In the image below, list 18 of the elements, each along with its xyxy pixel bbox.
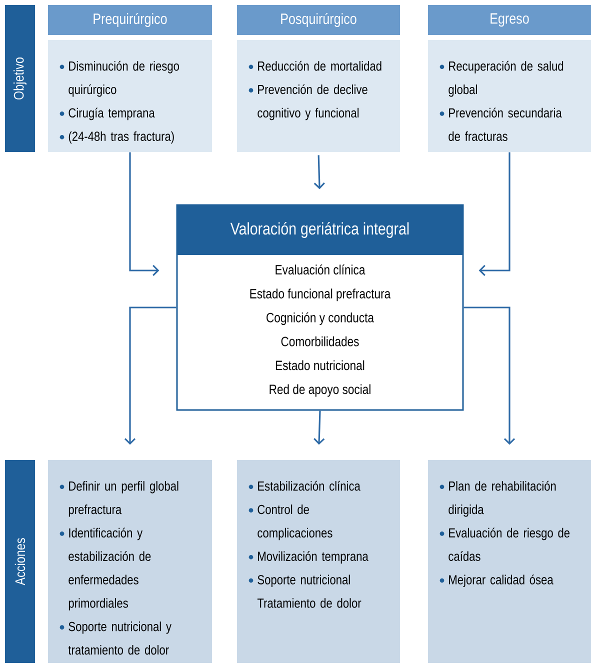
assessment-box: Valoración geriátrica integral Evaluación clínica Estado funcional prefractura Cognición y conducta Comorbilidades Estado nutricional Red de apoyo social	[176, 204, 464, 411]
action-box: Plan de rehabilitación dirigida Evaluación de riesgo de caídas Mejorar calidad ósea	[428, 460, 591, 663]
row-label-band: Acciones	[5, 460, 35, 663]
objective-box: Reducción de mortalidad Prevención de declive cognitivo y funcional	[237, 40, 400, 152]
action-box: Estabilización clínica Control de complicaciones Movilización temprana Soporte nutricional Tratamiento de dolor	[237, 460, 400, 663]
arrow	[478, 152, 510, 276]
row-label-band: Objetivo	[5, 5, 35, 152]
action-box: Definir un perfil global prefractura Identificación y estabilización de enfermedades primordiales Soporte nutricional y tratamiento de dolor	[48, 460, 212, 663]
arrow	[314, 410, 325, 445]
objective-box: Disminución de riesgo quirúrgico Cirugía temprana (24-48h tras fractura)	[48, 40, 212, 152]
arrow	[129, 152, 160, 276]
arrow	[464, 306, 516, 445]
column-header: Prequirúrgico	[48, 5, 212, 35]
column-header: Egreso	[428, 5, 591, 35]
column-header: Posquirúrgico	[237, 5, 400, 35]
objective-box: Recuperación de salud global Prevención secundaria de fracturas	[428, 40, 591, 152]
arrow	[314, 155, 325, 190]
arrow	[124, 306, 176, 445]
